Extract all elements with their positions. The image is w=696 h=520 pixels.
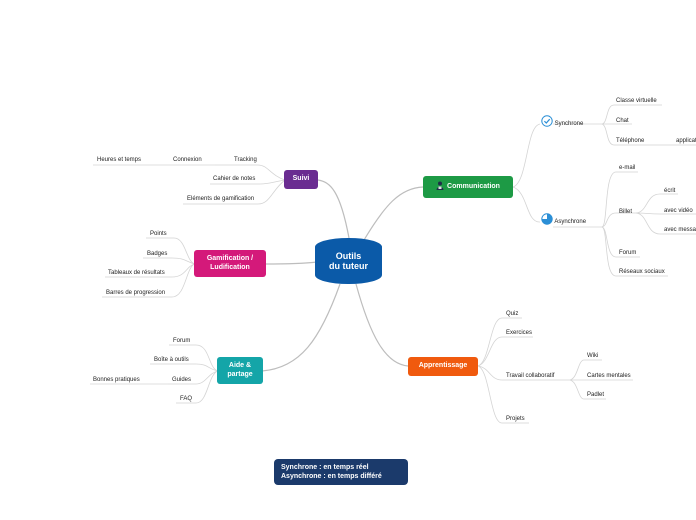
leaf-padlet[interactable]: Padlet [587, 392, 605, 398]
leaf-boite-a-outils[interactable]: Boîte à outils [154, 357, 189, 363]
leaf-forum-aide[interactable]: Forum [173, 338, 191, 344]
leaf-cahier-de-notes[interactable]: Cahier de notes [213, 176, 256, 182]
leaf-cartes-mentales[interactable]: Cartes mentales [587, 373, 631, 379]
topic-communication-label: Communication [447, 182, 500, 190]
legend-note[interactable]: Synchrone : en temps réel Asynchrone : e… [274, 459, 408, 485]
leaf-wiki[interactable]: Wiki [587, 353, 599, 359]
leaf-ecrit[interactable]: écrit [664, 188, 676, 194]
leaf-connexion[interactable]: Connexion [173, 157, 202, 163]
leaf-forum-communication[interactable]: Forum [619, 250, 637, 256]
central-topic[interactable]: Outils du tuteur [315, 238, 382, 284]
leaf-heures-et-temps[interactable]: Heures et temps [97, 157, 142, 163]
leaf-travail-collaboratif[interactable]: Travail collaboratif [506, 373, 555, 379]
leaf-bonnes-pratiques[interactable]: Bonnes pratiques [93, 377, 140, 383]
leaf-barres-de-progression[interactable]: Barres de progression [106, 290, 166, 296]
subtopic-asynchrone-label: Asynchrone [554, 219, 587, 226]
topic-aide-partage[interactable]: Aide & partage [217, 357, 263, 384]
topic-apprentissage-label: Apprentissage [418, 362, 468, 370]
subtopic-synchrone[interactable]: Synchrone [541, 115, 583, 132]
leaf-faq[interactable]: FAQ [180, 396, 193, 402]
topic-gamification-line1: Gamification / [206, 255, 254, 263]
topic-aide-line2: partage [227, 370, 253, 378]
topic-suivi-label: Suivi [292, 175, 310, 183]
leaf-guides[interactable]: Guides [172, 377, 192, 383]
topic-apprentissage[interactable]: Apprentissage [408, 357, 478, 376]
topic-aide-line1: Aide & [228, 362, 252, 370]
topic-gamification-line2: Ludification [210, 263, 250, 271]
leaf-classe-virtuelle[interactable]: Classe virtuelle [616, 98, 657, 104]
leaf-applicat[interactable]: applicat [676, 138, 696, 144]
leaf-exercices[interactable]: Exercices [506, 330, 533, 336]
leaf-tracking[interactable]: Tracking [234, 157, 257, 163]
leaf-badges[interactable]: Badges [147, 251, 168, 257]
central-topic-line2: du tuteur [329, 261, 368, 271]
topic-communication[interactable]: Communication [423, 176, 513, 198]
leaf-billet[interactable]: Billet [619, 209, 633, 215]
leaf-telephone[interactable]: Téléphone [616, 138, 645, 144]
leaf-reseaux-sociaux[interactable]: Réseaux sociaux [619, 269, 665, 275]
topic-gamification[interactable]: Gamification / Ludification [194, 250, 266, 277]
person-icon [436, 181, 444, 193]
leaf-e-mail[interactable]: e-mail [619, 165, 636, 171]
leaf-chat[interactable]: Chat [616, 118, 629, 124]
leaf-projets[interactable]: Projets [506, 416, 525, 422]
leaf-points[interactable]: Points [150, 231, 167, 237]
leaf-tableaux-de-resultats[interactable]: Tableaux de résultats [108, 270, 165, 276]
leaf-avec-video[interactable]: avec vidéo [664, 208, 693, 214]
leaf-avec-messa[interactable]: avec messa [664, 227, 696, 233]
legend-line-synchrone: Synchrone : en temps réel [281, 464, 369, 471]
pie-progress-icon [541, 213, 553, 230]
leaf-quiz[interactable]: Quiz [506, 311, 519, 317]
topic-suivi[interactable]: Suivi [284, 170, 318, 189]
leaf-elements-de-gamification[interactable]: Eléments de gamification [187, 196, 255, 202]
legend-line-asynchrone: Asynchrone : en temps différé [281, 472, 382, 480]
check-circle-icon [541, 115, 553, 132]
subtopic-synchrone-label: Synchrone [554, 121, 584, 128]
central-topic-line1: Outils [335, 250, 362, 261]
subtopic-asynchrone[interactable]: Asynchrone [541, 213, 586, 230]
